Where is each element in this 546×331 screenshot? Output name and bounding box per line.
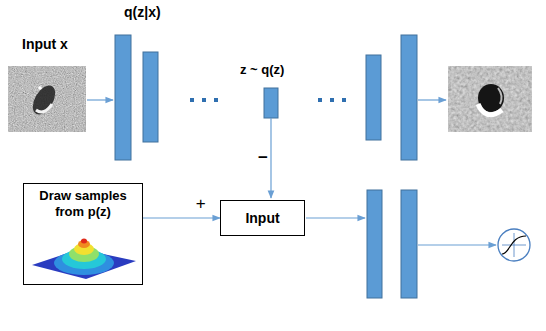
gaussian-plot bbox=[28, 225, 138, 281]
latent-label: z ~ q(z) bbox=[240, 62, 284, 77]
connector-arrow bbox=[143, 217, 220, 218]
input-box: Input bbox=[220, 200, 305, 236]
node-text: Input bbox=[245, 210, 279, 227]
node-text: Draw samples from p(z) bbox=[33, 188, 133, 219]
edge-label: + bbox=[194, 195, 208, 212]
ellipsis-dots bbox=[190, 98, 346, 102]
encoder-label: q(z|x) bbox=[124, 4, 161, 20]
flow-arrows bbox=[87, 100, 496, 245]
minus-sign: − bbox=[258, 148, 268, 168]
layer-bars bbox=[115, 35, 417, 298]
input-label: Input x bbox=[22, 36, 68, 52]
output-image bbox=[448, 66, 532, 132]
sigmoid-symbol bbox=[498, 229, 530, 261]
sampling-box: Draw samples from p(z) bbox=[23, 183, 143, 285]
input-image bbox=[8, 66, 86, 132]
